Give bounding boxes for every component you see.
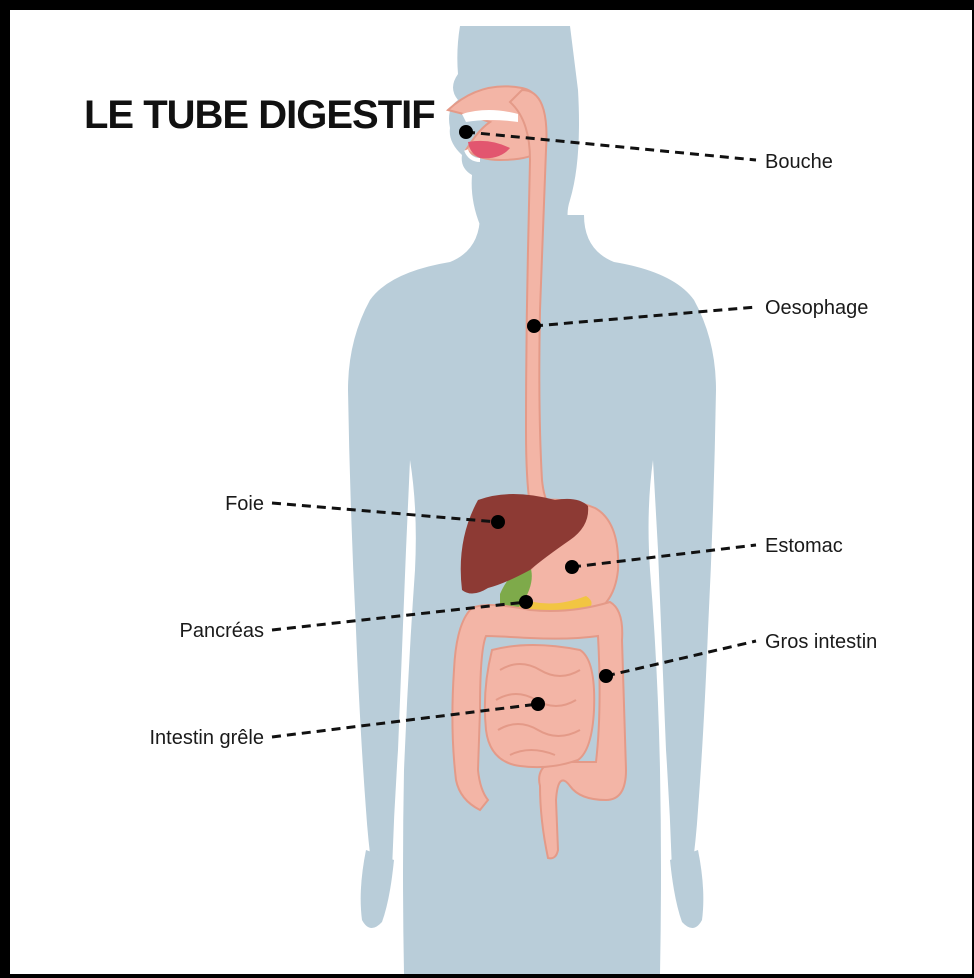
left-hand-silhouette bbox=[361, 850, 394, 928]
label-estomac: Estomac bbox=[765, 535, 843, 557]
label-gros-intestin: Gros intestin bbox=[765, 631, 877, 653]
dot-estomac bbox=[565, 560, 579, 574]
dot-foie bbox=[491, 515, 505, 529]
dot-intestin-grele bbox=[531, 697, 545, 711]
right-hand-silhouette bbox=[670, 850, 703, 928]
dot-oesophage bbox=[527, 319, 541, 333]
label-bouche: Bouche bbox=[765, 151, 833, 173]
label-foie: Foie bbox=[225, 493, 264, 515]
label-pancreas: Pancréas bbox=[180, 620, 265, 642]
dot-gros-intestin bbox=[599, 669, 613, 683]
dot-pancreas bbox=[519, 595, 533, 609]
dot-bouche bbox=[459, 125, 473, 139]
label-oesophage: Oesophage bbox=[765, 297, 868, 319]
digestive-diagram: LE TUBE DIGESTIF Bouche Oesophage Foie E… bbox=[10, 10, 974, 974]
diagram-title: LE TUBE DIGESTIF bbox=[84, 93, 435, 137]
label-intestin-grele: Intestin grêle bbox=[149, 727, 264, 749]
